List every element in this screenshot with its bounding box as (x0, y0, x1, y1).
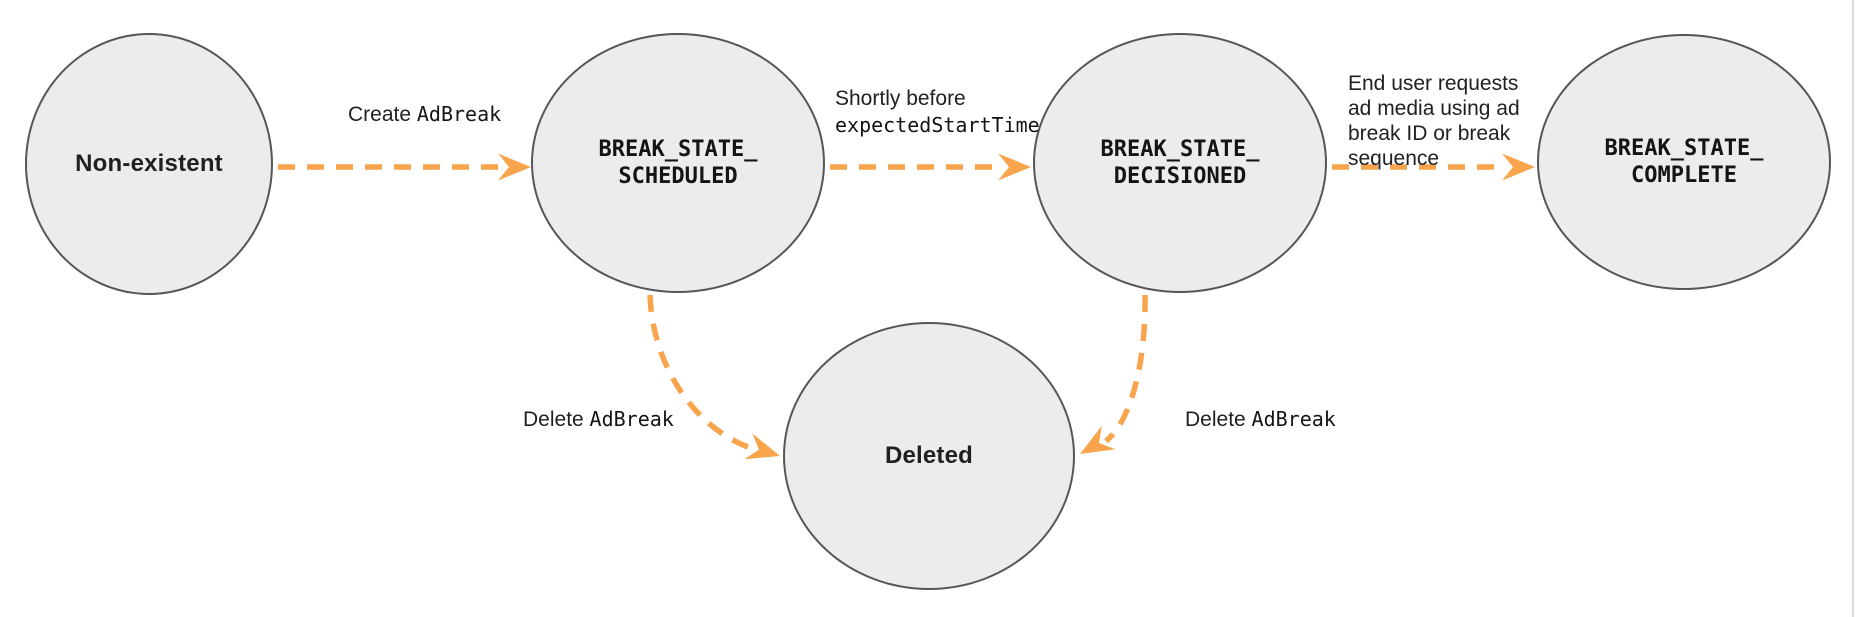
state-label: BREAK_STATE_ DECISIONED (1100, 137, 1260, 189)
transition-label-delete-adbreak-left: Delete AdBreak (523, 406, 674, 433)
transition-label-plain-text: Delete (1185, 408, 1252, 431)
delete-decisioned-arrowhead-icon (1080, 425, 1116, 454)
decision-arrowhead-icon (998, 153, 1031, 181)
state-node-deleted: Deleted (783, 322, 1075, 590)
transition-label-end-user-requests: End user requests ad media using ad brea… (1348, 46, 1520, 171)
transition-label-code-text: AdBreak (416, 102, 502, 126)
right-edge-divider (1852, 0, 1854, 617)
state-label: Non-existent (75, 150, 223, 177)
state-label: Deleted (884, 442, 974, 469)
state-node-break-state-complete: BREAK_STATE_ COMPLETE (1537, 34, 1831, 290)
transition-label-code-text: AdBreak (589, 407, 674, 431)
delete-scheduled-arrow-dashed-curve (647, 294, 754, 452)
transition-label-plain-text: End user requests ad media using ad brea… (1348, 72, 1520, 170)
complete-arrowhead-icon (1502, 153, 1535, 181)
state-label: BREAK_STATE_ COMPLETE (1604, 136, 1764, 188)
transition-label-code-text: expectedStartTime (835, 113, 1040, 137)
create-arrowhead-icon (498, 153, 531, 181)
state-label: BREAK_STATE_ SCHEDULED (598, 137, 758, 189)
transition-label-code-text: AdBreak (1251, 407, 1336, 431)
transition-label-plain-text: Shortly before (835, 87, 966, 110)
transition-label-plain-text: Delete (523, 408, 590, 431)
delete-scheduled-arrowhead-icon (744, 433, 780, 460)
transition-label-delete-adbreak-right: Delete AdBreak (1185, 406, 1336, 433)
transition-label-create-adbreak: Create AdBreak (348, 101, 501, 128)
delete-decisioned-arrow-dashed-curve (1104, 294, 1148, 444)
transition-label-shortly-before-expectedstarttime: Shortly before expectedStartTime (835, 86, 1040, 138)
state-node-non-existent: Non-existent (25, 33, 273, 295)
state-node-break-state-decisioned: BREAK_STATE_ DECISIONED (1033, 33, 1327, 293)
state-node-break-state-scheduled: BREAK_STATE_ SCHEDULED (531, 33, 825, 293)
transition-label-plain-text: Create (348, 103, 417, 126)
